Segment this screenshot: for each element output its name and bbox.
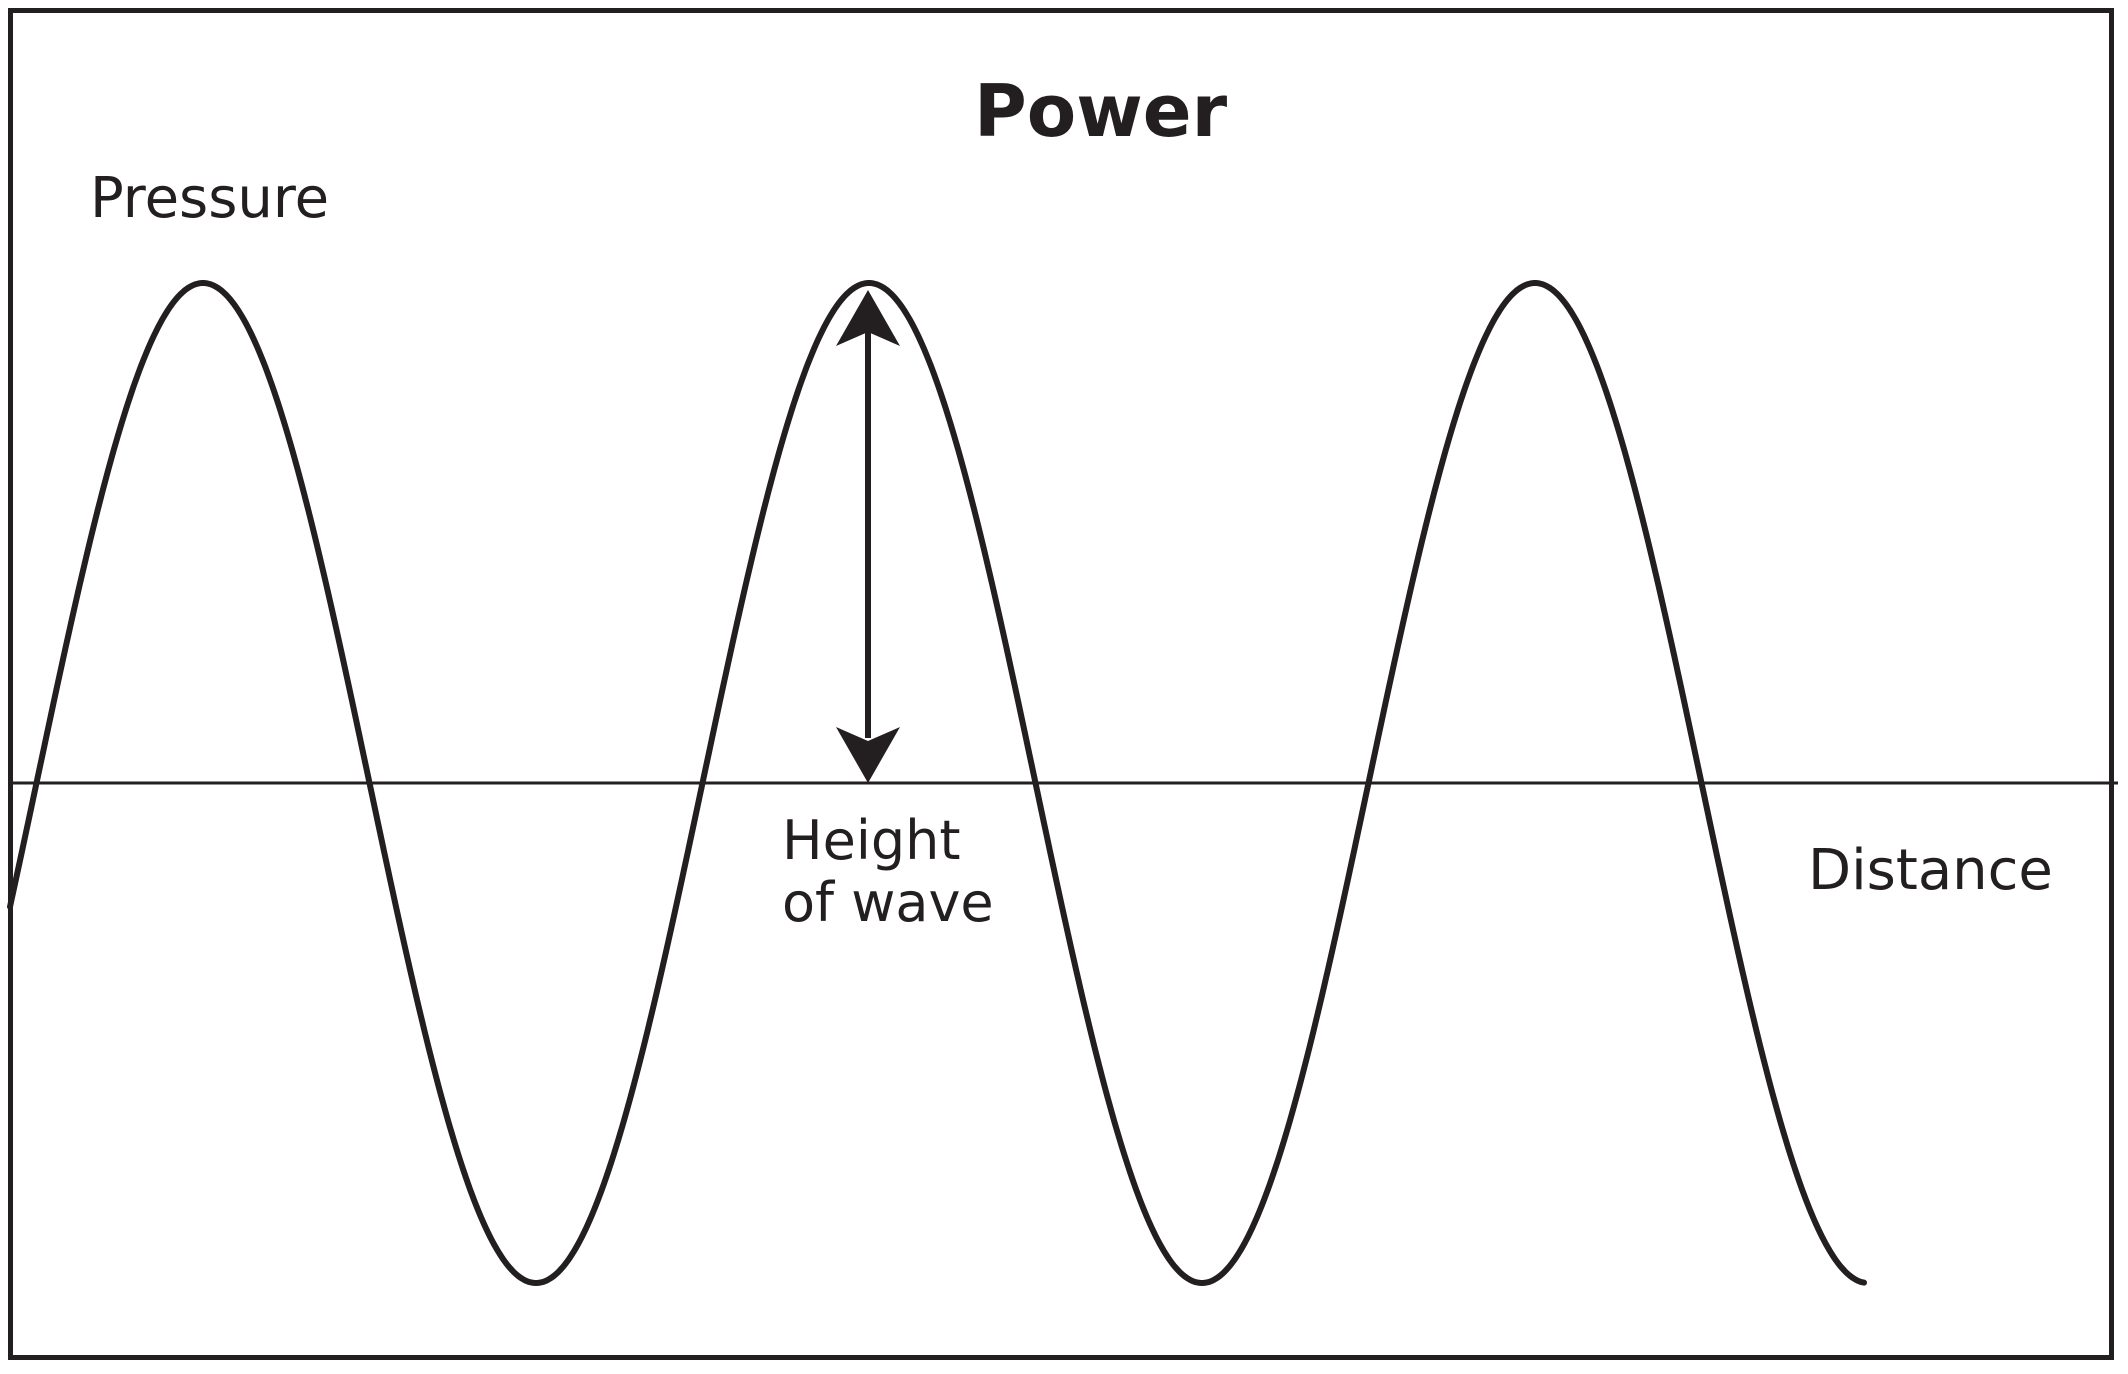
y-axis-label: Pressure	[90, 166, 330, 231]
height-of-wave-label: Height of wave	[782, 810, 994, 934]
pressure-wave	[7, 280, 1867, 1286]
height-arrow-head-down	[836, 727, 900, 783]
x-axis-label: Distance	[1808, 838, 2053, 903]
height-of-wave-line2: of wave	[782, 871, 994, 934]
diagram-title: Power	[974, 69, 1228, 153]
diagram-frame	[8, 8, 2114, 1360]
height-of-wave-line1: Height	[782, 809, 961, 872]
height-arrow-head-up	[836, 290, 900, 346]
